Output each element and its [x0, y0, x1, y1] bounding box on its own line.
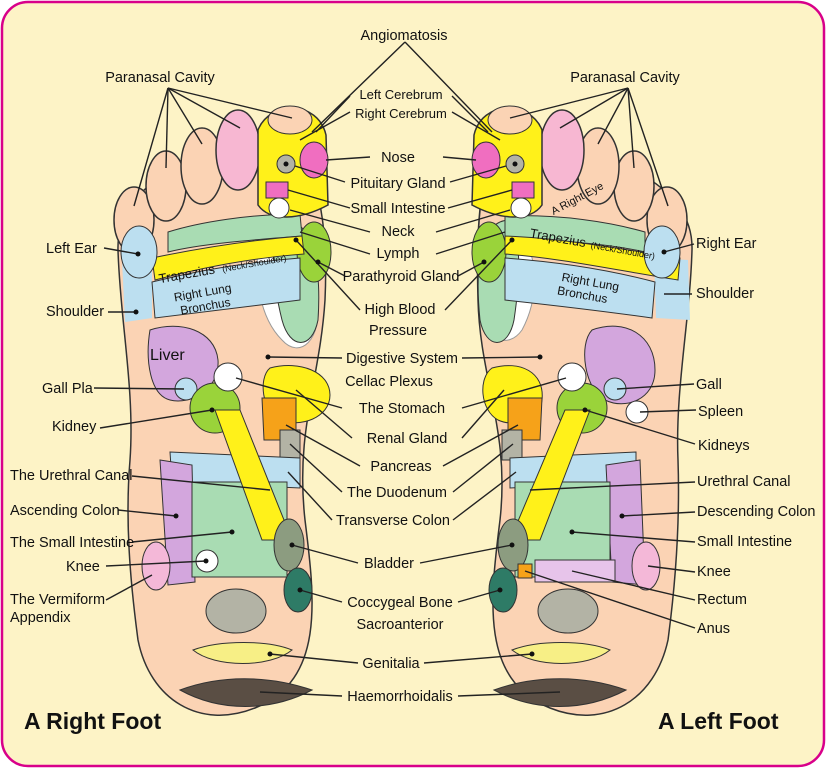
- label-vermiform: The Vermiform: [10, 592, 105, 608]
- right-foot-knee-zone: [141, 541, 171, 591]
- label-the-duodenum: The Duodenum: [347, 485, 447, 501]
- label-urethral-canal-left: The Urethral Canal: [10, 468, 133, 484]
- label-pressure: Pressure: [369, 323, 427, 339]
- label-small-intestine-top: Small Intestine: [350, 201, 445, 217]
- right-foot-heel-spot: [205, 588, 267, 634]
- label-lymph: Lymph: [377, 246, 420, 262]
- label-genitalia: Genitalia: [362, 656, 420, 672]
- label-shoulder-right: Shoulder: [696, 286, 754, 302]
- label-urethral-canal-right: Urethral Canal: [697, 474, 791, 490]
- left-foot-genitalia: [510, 642, 611, 664]
- left-foot-heel-spot: [537, 588, 599, 634]
- label-gall-right: Gall: [696, 377, 722, 393]
- label-small-intestine-left: The Small Intestine: [10, 535, 134, 551]
- label-pancreas: Pancreas: [370, 459, 431, 475]
- left-foot-knee-zone: [631, 541, 661, 591]
- label-right-cerebrum: Right Cerebrum: [355, 106, 447, 121]
- label-small-intestine-right: Small Intestine: [697, 534, 792, 550]
- left-foot-nose-spot: [471, 141, 501, 179]
- label-high-blood: High Blood: [365, 302, 436, 318]
- label-rectum: Rectum: [697, 592, 747, 608]
- label-paranasal-cavity-right: Paranasal Cavity: [570, 70, 680, 86]
- left-foot-renal-spot: [557, 362, 587, 392]
- label-descending-colon: Descending Colon: [697, 504, 816, 520]
- label-kidney: Kidney: [52, 419, 97, 435]
- left-foot-coccyx-spot: [488, 567, 518, 613]
- right-foot-ascending-colon: [159, 459, 196, 586]
- label-angiomatosis: Angiomatosis: [360, 28, 447, 44]
- label-left-ear: Left Ear: [46, 241, 97, 257]
- label-nose: Nose: [381, 150, 415, 166]
- label-knee-right: Knee: [697, 564, 731, 580]
- left-foot-sinus-patch: [511, 181, 535, 199]
- label-transverse-colon: Transverse Colon: [336, 513, 450, 529]
- label-the-stomach: The Stomach: [359, 401, 445, 417]
- label-gall-pla: Gall Pla: [42, 381, 94, 397]
- right-foot-bladder-spot: [273, 518, 305, 572]
- label-bladder: Bladder: [364, 556, 414, 572]
- label-appendix: Appendix: [10, 610, 71, 626]
- right-foot: [113, 105, 332, 716]
- title-right-foot: A Right Foot: [24, 708, 161, 734]
- left-foot-heart-zone: [584, 325, 656, 405]
- label-paranasal-cavity-left: Paranasal Cavity: [105, 70, 215, 86]
- label-haemorrhoidalis: Haemorrhoidalis: [347, 689, 453, 705]
- label-liver: Liver: [150, 347, 185, 364]
- left-foot-toe-tip: [487, 105, 533, 135]
- label-coccygeal-bone: Coccygeal Bone: [347, 595, 453, 611]
- label-right-ear: Right Ear: [696, 236, 757, 252]
- left-foot-second-toe: [539, 109, 585, 191]
- label-neck: Neck: [381, 224, 415, 240]
- right-foot-genitalia: [192, 642, 293, 664]
- right-foot-toe-tip: [267, 105, 313, 135]
- right-foot-sinus-patch: [265, 181, 289, 199]
- label-sacroanterior: Sacroanterior: [356, 617, 443, 633]
- label-cellac-plexus: Cellac Plexus: [345, 374, 433, 390]
- label-pituitary-gland: Pituitary Gland: [350, 176, 445, 192]
- left-foot-neck-spot: [510, 197, 532, 219]
- left-foot-trapezius-band: [504, 235, 681, 281]
- label-left-cerebrum: Left Cerebrum: [359, 87, 442, 102]
- right-foot-haemorrhoid: [178, 678, 314, 707]
- left-foot-lung-zone: [504, 257, 656, 319]
- right-foot-lung-zone: [151, 257, 301, 319]
- left-foot-ureter: [509, 409, 591, 541]
- label-parathyroid-gland: Parathyroid Gland: [343, 269, 460, 285]
- label-spleen: Spleen: [698, 404, 743, 420]
- right-foot-duodenum-zone: [279, 429, 301, 461]
- label-shoulder-left: Shoulder: [46, 304, 104, 320]
- right-foot-second-toe: [215, 109, 261, 191]
- leader-dots: [133, 161, 667, 657]
- label-digestive-system: Digestive System: [346, 351, 458, 367]
- label-kidneys: Kidneys: [698, 438, 750, 454]
- leader-lines: [93, 41, 697, 697]
- right-foot-renal-spot: [213, 362, 243, 392]
- right-foot-neck-spot: [268, 197, 290, 219]
- label-renal-gland: Renal Gland: [367, 431, 448, 447]
- right-foot-trapezius-band: [151, 235, 305, 281]
- label-ascending-colon: Ascending Colon: [10, 503, 120, 519]
- label-knee-left: Knee: [66, 559, 100, 575]
- label-anus: Anus: [697, 621, 730, 637]
- title-left-foot: A Left Foot: [658, 708, 779, 734]
